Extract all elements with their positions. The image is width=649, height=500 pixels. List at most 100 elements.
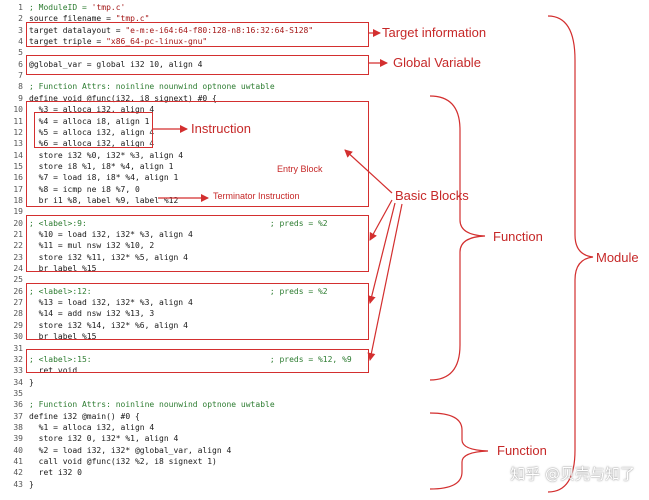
code-line: 25 [0,274,370,285]
code-line: 18 br i1 %8, label %9, label %12 [0,195,370,206]
code-token: target triple = [29,37,107,47]
code-text: br label %15 [29,331,97,342]
code-text: %1 = alloca i32, align 4 [29,422,155,433]
brace-function-2 [429,412,489,490]
line-number: 19 [13,207,23,217]
code-line: 13 %6 = alloca i32, align 4 [0,138,370,149]
code-token: %2 = load i32, i32* @global_var, align 4 [29,445,232,455]
comment-text: ; Function Attrs: noinline nounwind optn… [29,400,275,410]
code-line: 22 %11 = mul nsw i32 %10, 2 [0,240,370,251]
code-token: br label %15 [29,264,97,274]
code-text: call void @func(i32 %2, i8 signext 1) [29,456,217,467]
line-number: 24 [13,264,23,274]
line-number: 16 [13,173,23,183]
code-line: 28 %14 = add nsw i32 %13, 3 [0,308,370,319]
line-number: 27 [13,298,23,308]
code-token: %10 = load i32, i32* %3, align 4 [29,230,193,239]
code-line: 16 %7 = load i8, i8* %4, align 1 [0,172,370,183]
code-line: 38 %1 = alloca i32, align 4 [0,422,370,433]
basic-block-15-box [26,349,369,373]
code-token: store i32 0, i32* %1, align 4 [29,434,179,444]
code-text: br label %15 [29,263,97,274]
line-number: 15 [13,161,23,171]
code-token: %6 = alloca i32, align 4 [29,139,155,149]
code-token: %13 = load i32, i32* %3, align 4 [29,298,193,308]
code-token: define i32 @main() #0 { [29,411,140,421]
line-number: 7 [18,71,23,81]
code-token: call void @func(i32 %2, i8 signext 1) [29,457,217,466]
line-number: 8 [18,82,23,92]
code-line: 10 %3 = alloca i32, align 4 [0,104,370,115]
code-text: %7 = load i8, i8* %4, align 1 [29,172,179,183]
code-text: target datalayout = "e-m:e-i64:64-f80:12… [29,25,313,36]
global-variable-box [26,55,369,75]
code-text: source_filename = "tmp.c" [29,13,149,24]
code-text: ; <label>:9: ; preds = %2 [29,218,328,229]
code-token: %3 = alloca i32, align 4 [29,105,155,115]
code-token: } [29,377,34,387]
line-number: 33 [13,366,23,376]
line-number: 6 [18,59,23,69]
function-label-2: Function [497,443,547,458]
code-line: 19 [0,206,370,217]
function-label-1: Function [493,229,543,244]
code-token: br label %15 [29,332,97,342]
line-number: 3 [18,25,23,35]
code-text: store i32 %11, i32* %5, align 4 [29,252,188,263]
code-line: 3 target datalayout = "e-m:e-i64:64-f80:1… [0,25,370,36]
code-line: 23 store i32 %11, i32* %5, align 4 [0,252,370,263]
code-text: store i32 %0, i32* %3, align 4 [29,150,184,161]
code-text: store i32 %14, i32* %6, align 4 [29,320,188,331]
code-token: %5 = alloca i32, align 4 [29,127,155,137]
code-line: 26 ; <label>:12: ; preds = %2 [0,286,370,297]
line-number: 29 [13,320,23,330]
code-text: ; Function Attrs: noinline nounwind optn… [29,399,275,410]
code-token: %1 = alloca i32, align 4 [29,422,155,432]
code-line: 43} [0,479,370,490]
comment-text: ; <label>:9: ; preds = %2 [29,218,328,228]
code-line: 20; <label>:9: ; preds = %2 [0,218,370,229]
line-number: 40 [13,445,23,455]
string-literal: "tmp.c" [115,14,150,24]
code-token: %4 = alloca i8, align 1 [29,116,150,126]
code-line: 24 br label %15 [0,263,370,274]
code-line: 1 ; ModuleID = 'tmp.c' [0,2,370,13]
code-token: target datalayout = [29,25,126,35]
comment-text: ; <label>:12: ; preds = %2 [29,286,328,296]
comment-text: ; ModuleID = [29,3,92,12]
code-line: 30 br label %15 [0,331,370,342]
code-text: @global_var = global i32 10, align 4 [29,59,202,70]
entry-block-label: Entry Block [277,164,323,174]
code-line: 17 %8 = icmp ne i8 %7, 0 [0,184,370,195]
line-number: 1 [18,3,23,12]
code-line: 39 store i32 0, i32* %1, align 4 [0,433,370,444]
line-number: 25 [13,275,23,285]
entry-block-box [26,101,369,207]
code-token: define void @func(i32, i8 signext) #0 { [29,93,217,103]
code-token: } [29,479,34,489]
line-number: 26 [13,286,23,296]
code-text: %11 = mul nsw i32 %10, 2 [29,240,155,251]
code-text: %4 = alloca i8, align 1 [29,116,150,127]
line-number: 35 [13,388,23,398]
code-text: %6 = alloca i32, align 4 [29,138,155,149]
module-label: Module [596,250,639,265]
code-line: 29 store i32 %14, i32* %6, align 4 [0,320,370,331]
line-number: 36 [13,400,23,410]
code-text: ; <label>:12: ; preds = %2 [29,286,328,297]
global-variable-label: Global Variable [393,55,481,70]
code-text: store i8 %1, i8* %4, align 1 [29,161,174,172]
code-token: ret void [29,366,78,376]
target-information-label: Target information [382,25,487,40]
code-line: 32; <label>:15: ; preds = %12, %9 [0,354,370,365]
line-number: 23 [13,252,23,262]
code-text: ret i32 0 [29,467,82,478]
basic-block-12-box [26,283,369,340]
line-number: 30 [13,332,23,342]
code-text: ; ModuleID = 'tmp.c' [29,2,125,13]
code-line: 33 ret void [0,365,370,376]
code-token: store i8 %1, i8* %4, align 1 [29,161,174,171]
code-line: 42 ret i32 0 [0,467,370,478]
